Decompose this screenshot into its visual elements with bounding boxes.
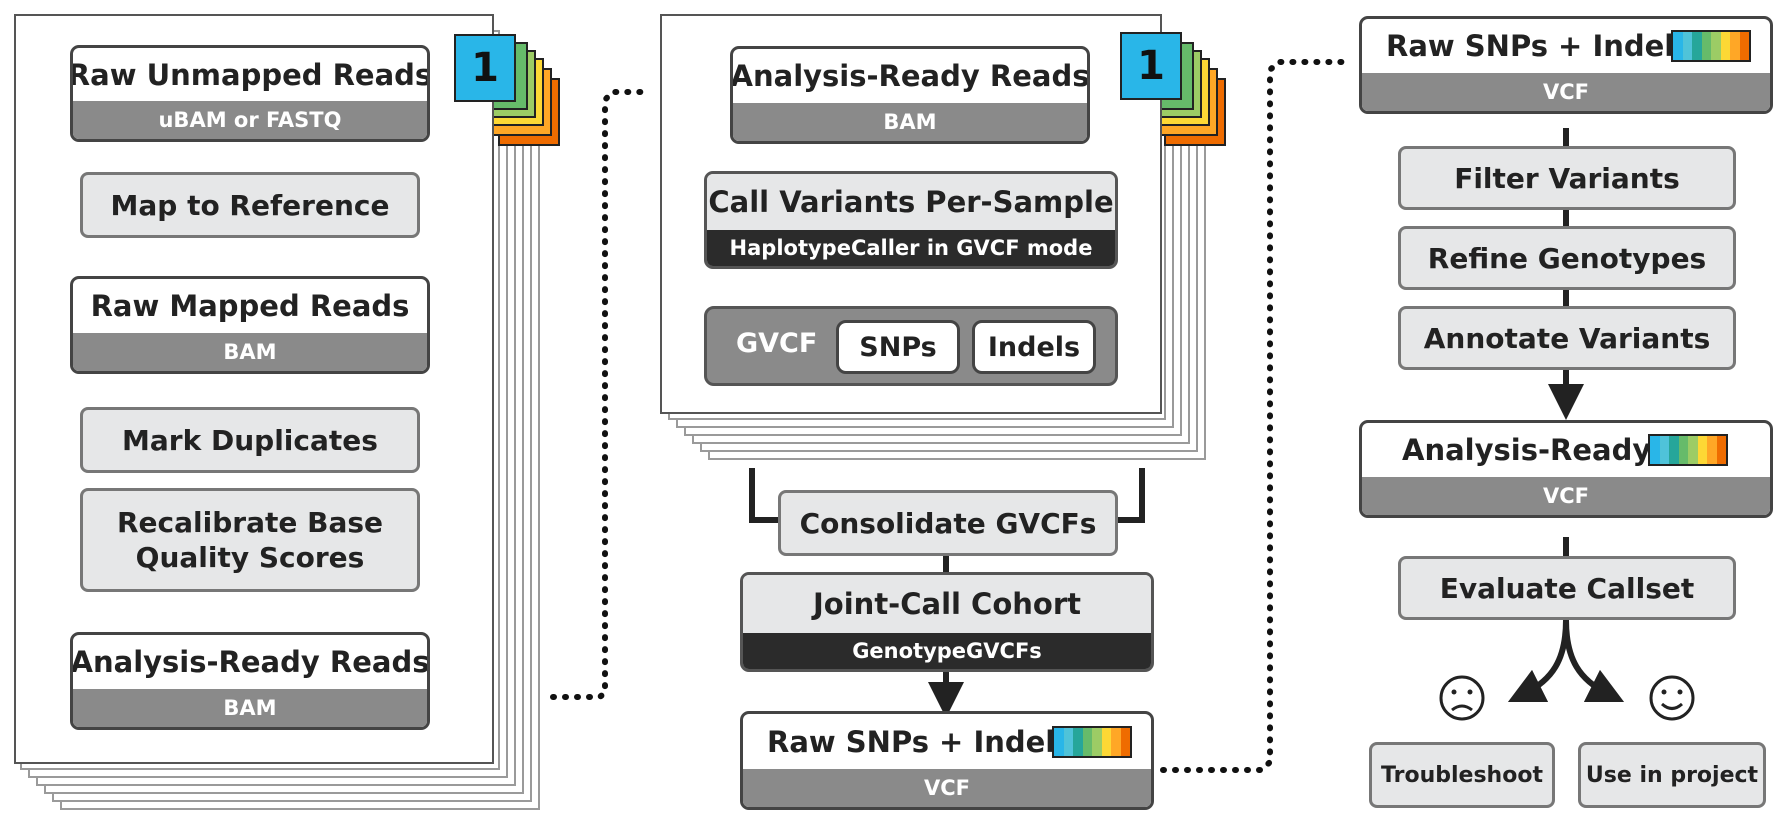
raw-snps-indels-box: Raw SNPs + Indels VCF (740, 711, 1154, 810)
recalibrate-step: Recalibrate Base Quality Scores (80, 488, 420, 592)
consolidate-gvcfs-step: Consolidate GVCFs (778, 490, 1118, 556)
box-format: uBAM or FASTQ (73, 101, 427, 139)
mark-duplicates-step: Mark Duplicates (80, 407, 420, 473)
box-format: BAM (73, 333, 427, 371)
indels-pill: Indels (972, 320, 1096, 374)
refine-genotypes-step: Refine Genotypes (1398, 226, 1736, 290)
joint-call-box: Joint-Call Cohort GenotypeGVCFs (740, 572, 1154, 672)
analysis-ready-reads-box: Analysis-Ready Reads BAM (70, 632, 430, 730)
vcf-rainbow-icon (1671, 30, 1751, 62)
box-format: BAM (733, 103, 1087, 141)
sample-number-tab: 1 (1120, 32, 1182, 100)
box-title: Joint-Call Cohort (743, 575, 1151, 633)
sample-number-tab: 1 (454, 34, 516, 102)
use-in-project-box: Use in project (1578, 742, 1766, 808)
analysis-ready-reads-box: Analysis-Ready Reads BAM (730, 46, 1090, 144)
box-title: Raw SNPs + Indels (1386, 29, 1692, 63)
box-title: Raw SNPs + Indels (767, 724, 1073, 759)
raw-mapped-reads-box: Raw Mapped Reads BAM (70, 276, 430, 374)
box-title: Raw Mapped Reads (90, 289, 410, 323)
box-title: Analysis-Ready Reads (730, 59, 1090, 93)
analysis-ready-vcf-box: Analysis-Ready VCF (1359, 420, 1773, 518)
annotate-variants-step: Annotate Variants (1398, 306, 1736, 370)
dotted-connectors (550, 59, 1355, 773)
call-variants-box: Call Variants Per-Sample HaplotypeCaller… (704, 171, 1118, 269)
filter-variants-step: Filter Variants (1398, 146, 1736, 210)
box-title: Analysis-Ready Reads (70, 645, 430, 679)
box-format: VCF (743, 769, 1151, 807)
happy-face-icon (1649, 675, 1695, 721)
box-tool: HaplotypeCaller in GVCF mode (707, 230, 1115, 266)
sad-face-icon (1439, 675, 1485, 721)
evaluate-callset-step: Evaluate Callset (1398, 556, 1736, 620)
panel3-connectors (1507, 128, 1625, 703)
snps-pill: SNPs (836, 320, 960, 374)
vcf-rainbow-icon (1648, 434, 1728, 466)
raw-unmapped-reads-box: Raw Unmapped Reads uBAM or FASTQ (70, 45, 430, 142)
box-format: BAM (73, 689, 427, 727)
box-tool: GenotypeGVCFs (743, 633, 1151, 669)
gvcf-label: GVCF (736, 328, 818, 359)
vcf-rainbow-icon (1052, 726, 1132, 758)
troubleshoot-box: Troubleshoot (1369, 742, 1555, 808)
map-to-reference-step: Map to Reference (80, 172, 420, 238)
box-title: Analysis-Ready (1402, 433, 1652, 467)
box-title: Call Variants Per-Sample (707, 174, 1115, 230)
box-format: VCF (1362, 477, 1770, 515)
box-title: Raw Unmapped Reads (70, 57, 430, 92)
box-format: VCF (1362, 73, 1770, 111)
